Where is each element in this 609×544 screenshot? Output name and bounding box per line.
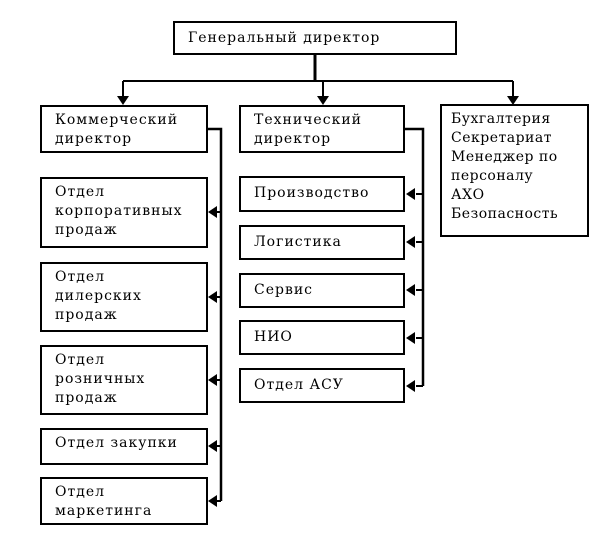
node-technical-director: Технический директор — [239, 105, 405, 153]
arrow-left-retail — [208, 374, 217, 386]
arrow-left-production — [406, 188, 415, 200]
arrow-left-dealer — [208, 291, 217, 303]
arrow-left-service — [406, 284, 415, 296]
arrow-down-right — [507, 96, 519, 105]
arrow-left-marketing — [208, 495, 217, 507]
arrow-down-middle — [317, 96, 329, 105]
arrow-left-nio — [406, 332, 415, 344]
node-general-director: Генеральный директор — [173, 21, 457, 55]
node-nio: НИО — [239, 320, 405, 355]
commercial-spine-line — [208, 127, 223, 501]
arrow-left-purchasing — [208, 440, 217, 452]
node-commercial-director: Коммерческий директор — [40, 105, 208, 153]
node-service: Сервис — [239, 273, 405, 308]
node-asu-dept: Отдел АСУ — [239, 368, 405, 403]
node-dept-retail-sales: Отдел розничных продаж — [40, 345, 208, 415]
arrow-left-asu — [406, 380, 415, 392]
technical-spine-line — [405, 127, 425, 386]
node-dept-dealer-sales: Отдел дилерских продаж — [40, 262, 208, 332]
node-staff-functions: Бухгалтерия Секретариат Менеджер по перс… — [440, 104, 589, 237]
node-dept-marketing: Отдел маркетинга — [40, 477, 208, 525]
node-dept-corporate-sales: Отдел корпоративных продаж — [40, 177, 208, 248]
node-production: Производство — [239, 176, 405, 212]
arrow-left-corporate — [208, 206, 217, 218]
arrow-left-logistics — [406, 236, 415, 248]
node-dept-purchasing: Отдел закупки — [40, 428, 208, 465]
node-logistics: Логистика — [239, 225, 405, 260]
arrow-down-left — [117, 96, 129, 105]
